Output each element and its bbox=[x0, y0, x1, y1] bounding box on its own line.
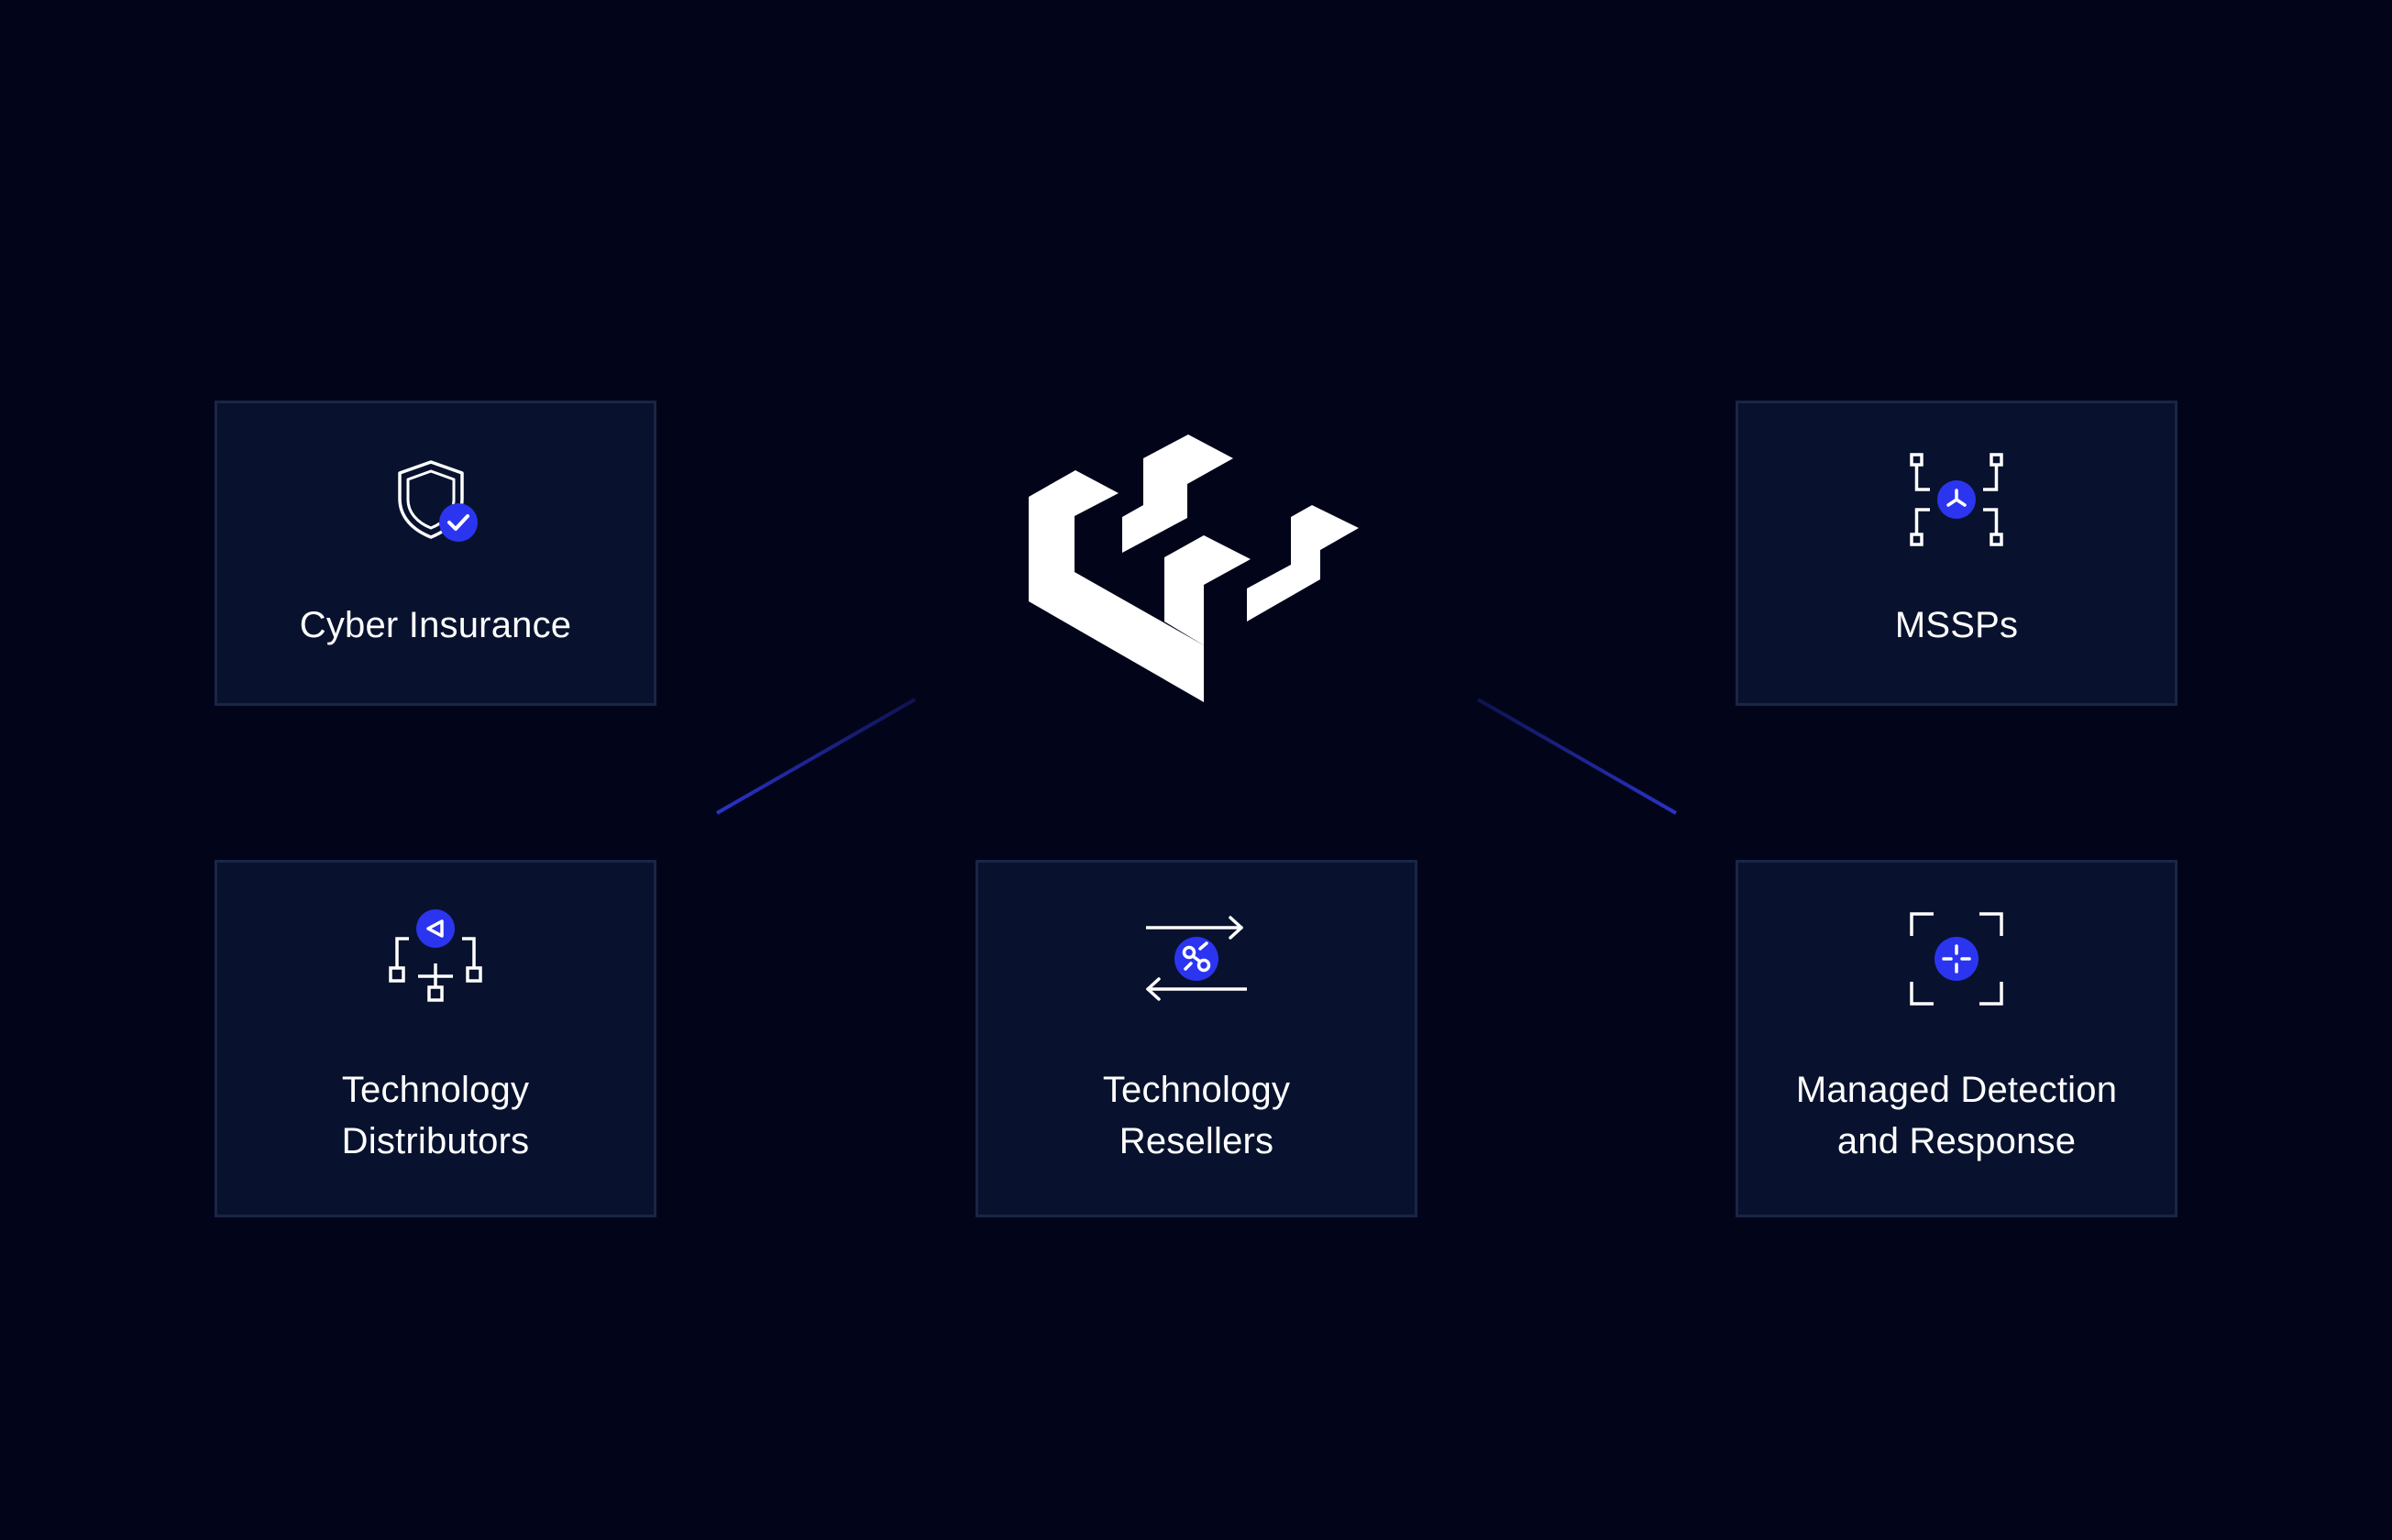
card-cyber-insurance[interactable]: Cyber Insurance bbox=[215, 401, 656, 706]
card-technology-distributors[interactable]: Technology Distributors bbox=[215, 860, 656, 1217]
card-label: Managed Detection and Response bbox=[1738, 1064, 2175, 1167]
isometric-w-logo bbox=[1029, 434, 1359, 702]
card-label-line1: Technology bbox=[1102, 1070, 1291, 1110]
card-label: Technology Resellers bbox=[978, 1064, 1415, 1167]
connector-technology-distributors bbox=[716, 698, 916, 815]
card-label: Technology Distributors bbox=[217, 1064, 654, 1167]
shield-check-icon bbox=[385, 449, 486, 550]
card-label: MSSPs bbox=[1738, 600, 2175, 651]
card-technology-resellers[interactable]: Technology Resellers bbox=[976, 860, 1417, 1217]
card-mssps[interactable]: MSSPs bbox=[1736, 401, 2177, 706]
card-label-line1: Managed Detection bbox=[1795, 1070, 2118, 1110]
card-managed-detection-and-response[interactable]: Managed Detection and Response bbox=[1736, 860, 2177, 1217]
network-nodes-icon bbox=[1906, 449, 2007, 550]
crosshair-scan-icon bbox=[1906, 908, 2007, 1009]
distribution-tree-icon bbox=[385, 908, 486, 1009]
card-label: Cyber Insurance bbox=[217, 600, 654, 651]
card-label-line1: MSSPs bbox=[1894, 605, 2019, 645]
connector-managed-detection bbox=[1477, 698, 1677, 815]
card-label-line2: Resellers bbox=[1119, 1121, 1274, 1161]
card-label-line2: and Response bbox=[1836, 1121, 2077, 1161]
card-label-line2: Distributors bbox=[341, 1121, 530, 1161]
exchange-arrows-icon bbox=[1146, 908, 1247, 1009]
card-label-line1: Technology bbox=[341, 1070, 530, 1110]
card-label-line1: Cyber Insurance bbox=[299, 605, 572, 645]
